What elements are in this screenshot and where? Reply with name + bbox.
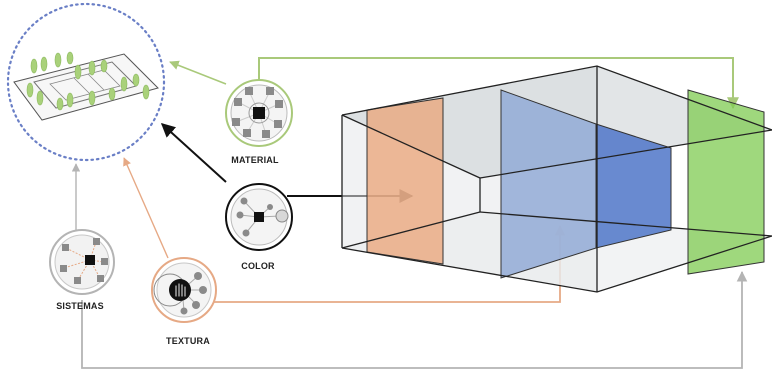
textura-label: TEXTURA [166,336,210,346]
sistemas-icon [49,229,115,295]
textura-to-plan-connector [123,157,169,259]
material-label: MATERIAL [231,155,279,165]
perspective-box [341,65,772,293]
material-to-plan-connector [169,60,227,85]
color-icon [225,183,293,251]
color-to-plan-arrow [160,123,227,183]
color-label: COLOR [241,261,275,271]
sistemas-label: SISTEMAS [56,301,104,311]
site-plan-illustration [6,2,166,162]
material-icon [225,79,293,147]
sistemas-connector [81,270,748,369]
green-plane [687,89,765,275]
material-connector [258,57,739,110]
textura-icon [151,257,217,323]
blue-plane [595,123,672,249]
orange-plane [366,97,444,265]
